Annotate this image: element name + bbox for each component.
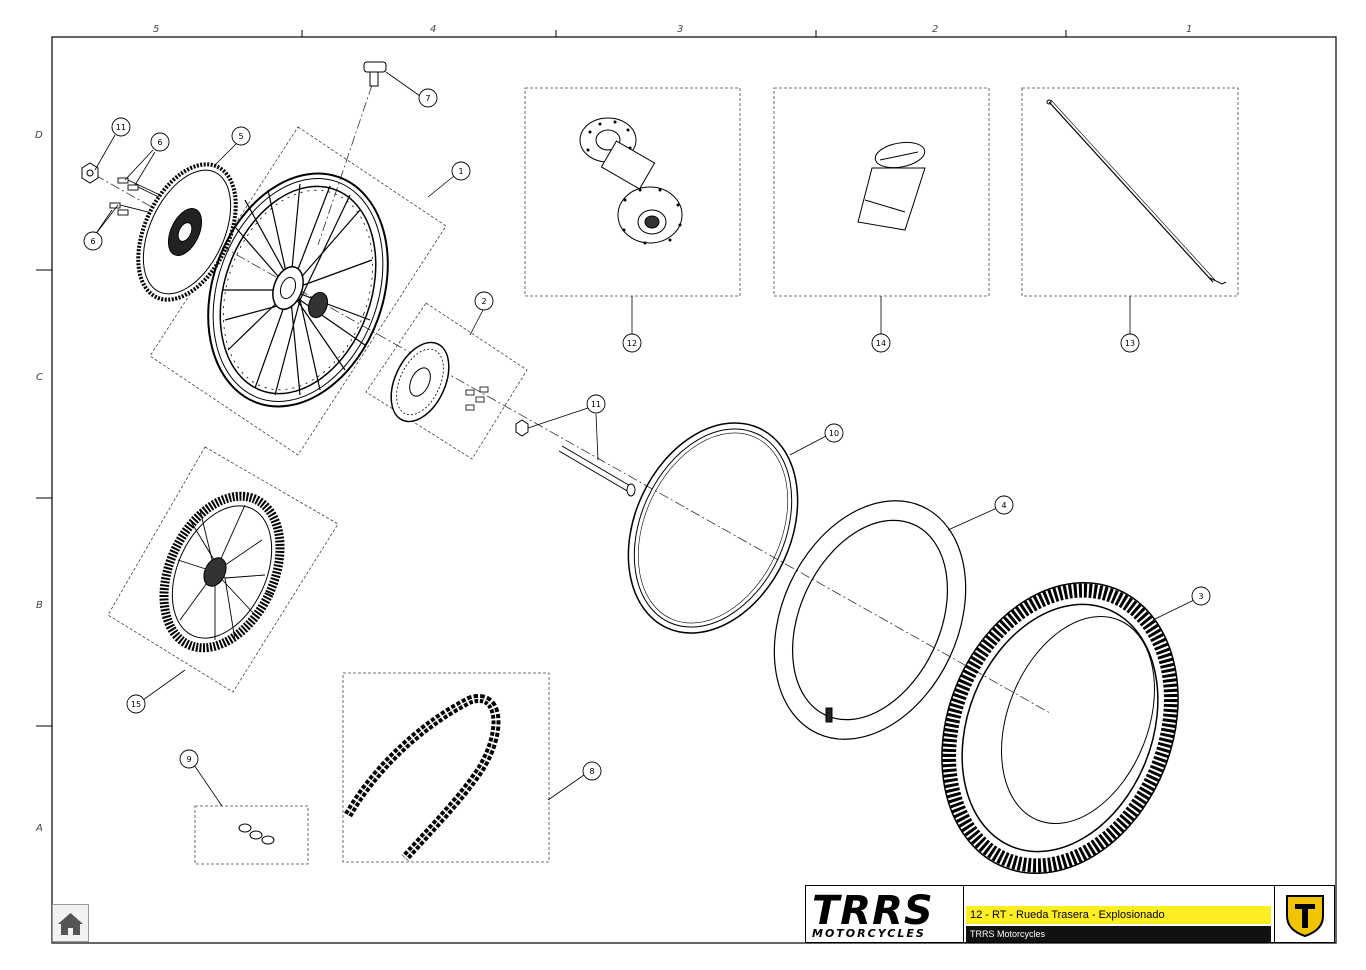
zone-label-top-2: 2: [932, 24, 939, 35]
zone-label-side-c: C: [36, 372, 43, 383]
balloons: [83, 88, 1211, 781]
balloon-2: [474, 291, 494, 311]
sheet-frame: [51, 36, 1337, 944]
title-block: TRRS MOTORCYCLES 12 - RT - Rueda Trasera…: [805, 885, 1335, 943]
svg-text:4: 4: [1001, 501, 1006, 510]
svg-text:7: 7: [425, 94, 430, 103]
home-icon: [58, 913, 83, 935]
zone-label-top-4: 4: [430, 24, 437, 35]
balloon-8: [582, 761, 602, 781]
svg-text:14: 14: [876, 339, 886, 348]
zone-label-side-a: A: [36, 823, 43, 834]
hub-detail-part: [579, 117, 683, 245]
valve-detail-part: [857, 141, 926, 231]
chain-link-part: [238, 823, 275, 845]
drawing-title: 12 - RT - Rueda Trasera - Explosionado: [966, 906, 1271, 924]
balloon-1: [451, 161, 471, 181]
balloon-6-top: [150, 132, 170, 152]
sprocket-part: [136, 162, 238, 302]
svg-text:13: 13: [1125, 339, 1135, 348]
hub-detail-box: [524, 87, 741, 297]
zone-ticks: [36, 30, 1067, 727]
svg-text:6: 6: [157, 138, 162, 147]
zone-label-top-3: 3: [677, 24, 684, 35]
balloon-11-mid: [586, 394, 606, 414]
svg-text:6: 6: [90, 237, 95, 246]
chain-detail-box: [342, 672, 550, 863]
spoke-detail-box: [1021, 87, 1239, 297]
home-button[interactable]: [52, 904, 89, 942]
svg-text:5: 5: [238, 132, 243, 141]
balloon-12: [622, 333, 642, 353]
axle-part: [515, 419, 636, 497]
tire-part: [941, 581, 1179, 875]
complete-wheel-box: [107, 446, 339, 693]
balloon-11-top: [111, 117, 131, 137]
wheel-assembly-box: [149, 126, 447, 456]
svg-text:11: 11: [591, 400, 601, 409]
balloon-6-bottom: [83, 231, 103, 251]
svg-text:12: 12: [627, 339, 637, 348]
inner-tube-part: [773, 500, 967, 740]
balloon-9: [179, 749, 199, 769]
svg-text:15: 15: [131, 700, 141, 709]
svg-text:11: 11: [116, 123, 126, 132]
trrs-logo: TRRS MOTORCYCLES: [806, 886, 964, 942]
balloon-5: [231, 126, 251, 146]
logo-main-text: TRRS: [812, 888, 934, 934]
chain-link-detail-box: [194, 805, 309, 865]
zone-label-side-b: B: [36, 600, 43, 611]
trrs-shield-emblem-icon: [1274, 886, 1335, 942]
valve-detail-box: [773, 87, 990, 297]
balloon-14: [871, 333, 891, 353]
svg-text:1: 1: [458, 167, 463, 176]
disc-assembly-box: [365, 302, 528, 460]
leader-lines: [94, 71, 1195, 807]
zone-label-side-d: D: [35, 130, 43, 141]
balloon-15: [126, 694, 146, 714]
zone-label-top-5: 5: [153, 24, 160, 35]
svg-text:9: 9: [186, 755, 191, 764]
svg-text:8: 8: [589, 767, 594, 776]
axis-lines: [94, 84, 1051, 714]
balloon-4: [994, 495, 1014, 515]
axle-nut-part: [81, 162, 99, 184]
spoke-detail-part: [1046, 99, 1227, 285]
balloon-labels: 7 11 6 6 5 1 2 11 10 4 3 15 8 9 12 14 13: [90, 94, 1203, 776]
svg-text:3: 3: [1198, 592, 1203, 601]
chain-part: [344, 694, 501, 861]
rim-band-part: [627, 422, 799, 634]
company-name: TRRS Motorcycles: [966, 926, 1271, 942]
svg-text:10: 10: [829, 429, 839, 438]
balloon-10: [824, 423, 844, 443]
balloon-7: [418, 88, 438, 108]
valve-cap-part: [363, 61, 387, 87]
brake-disc-part: [390, 341, 489, 423]
svg-text:2: 2: [481, 297, 486, 306]
balloon-13: [1120, 333, 1140, 353]
zone-label-top-1: 1: [1186, 24, 1193, 35]
complete-wheel-part: [159, 491, 285, 653]
balloon-3: [1191, 586, 1211, 606]
logo-sub-text: MOTORCYCLES: [812, 927, 926, 940]
rim-part: [207, 172, 389, 408]
